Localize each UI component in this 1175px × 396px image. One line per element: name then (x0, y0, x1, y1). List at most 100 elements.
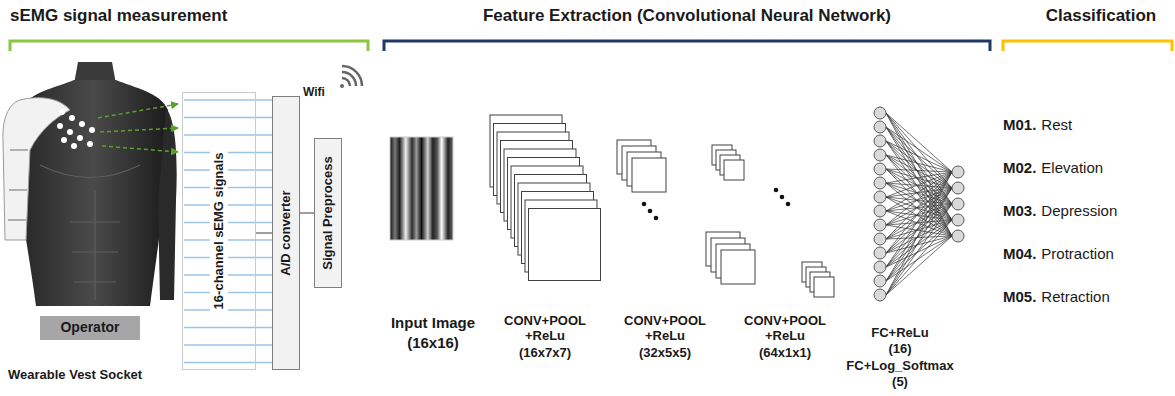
neuron (874, 247, 886, 259)
section-title: Feature Extraction (Convolutional Neural… (384, 6, 990, 26)
torso-arm (158, 108, 177, 300)
neuron (874, 149, 886, 161)
class-row: M01.Rest (1003, 116, 1072, 134)
neuron (952, 230, 964, 242)
electrode (79, 121, 85, 127)
ellipsis-dot (648, 209, 653, 214)
dashed-arrow (102, 146, 178, 152)
neuron (874, 205, 886, 217)
neuron (874, 219, 886, 231)
ellipsis-dot (780, 195, 785, 200)
feature-map (529, 209, 601, 281)
wifi-icon (340, 66, 362, 88)
prosthetic-socket (3, 98, 70, 240)
ellipsis-dots (642, 188, 791, 221)
input-image (390, 137, 453, 240)
electrode (69, 115, 75, 121)
fc-connection (886, 113, 952, 295)
ellipsis-dot (786, 202, 791, 207)
ellipsis-dot (642, 202, 647, 207)
class-code: M04. (1003, 245, 1036, 263)
neuron (874, 275, 886, 287)
electrode (71, 143, 77, 149)
fc-connection (886, 113, 952, 295)
neuron (874, 233, 886, 245)
electrode (77, 135, 83, 141)
layer-size: (16x7x7) (495, 346, 595, 361)
fc-connections (886, 113, 952, 295)
wifi-label: Wifi (303, 86, 339, 100)
class-row: M02.Elevation (1003, 159, 1103, 177)
layer-caption: CONV+POOL +ReLu (735, 314, 835, 344)
section-bracket (10, 41, 368, 51)
wifi-arc (342, 72, 356, 86)
connector-line (256, 232, 272, 234)
class-name: Elevation (1041, 159, 1103, 177)
ad-converter-box: A/D converter (272, 96, 300, 370)
feature-maps (712, 145, 834, 297)
electrode (87, 141, 93, 147)
neuron (874, 191, 886, 203)
vertical-label: A/D converter (279, 190, 293, 275)
layer-size: (32x5x5) (615, 346, 715, 361)
operator-label-box: Operator (40, 316, 140, 340)
layer-caption: FC+ReLu (845, 326, 955, 341)
vertical-label: 16-channel sEMG signals (210, 149, 228, 314)
class-code: M05. (1003, 288, 1036, 306)
feature-map (632, 158, 666, 192)
channel-lines (184, 100, 272, 363)
class-name: Protraction (1041, 245, 1114, 263)
electrode (57, 123, 63, 129)
feature-map (721, 250, 755, 284)
channel-line (184, 100, 272, 363)
muscle-lines (40, 165, 140, 300)
fc-connection (886, 113, 952, 295)
connector-line (300, 212, 314, 214)
neuron (874, 107, 886, 119)
electrode (61, 137, 67, 143)
electrode (89, 127, 95, 133)
layer-caption: FC+Log_Softmax (845, 359, 955, 374)
feature-maps (617, 140, 755, 284)
layer-size: (16x16) (378, 334, 488, 351)
feature-map (814, 277, 834, 297)
neuron (874, 163, 886, 175)
neuron (874, 135, 886, 147)
class-code: M03. (1003, 202, 1036, 220)
ellipsis-dot (774, 188, 779, 193)
electrode (67, 129, 73, 135)
fc-connection (886, 113, 952, 295)
wifi-arc (342, 66, 362, 86)
class-name: Retraction (1041, 288, 1109, 306)
feature-maps (490, 115, 601, 281)
class-name: Rest (1041, 116, 1072, 134)
electrode (59, 109, 65, 115)
neuron (874, 121, 886, 133)
preprocess-box: Signal Preprocess (314, 138, 342, 288)
neuron (952, 198, 964, 210)
neuron (874, 261, 886, 273)
channel-band: 16-channel sEMG signals (182, 92, 256, 370)
ellipsis-dot (654, 216, 659, 221)
wifi-dot (340, 84, 344, 88)
neuron (952, 182, 964, 194)
neuron (874, 177, 886, 189)
vertical-label: Signal Preprocess (321, 156, 335, 269)
dashed-arrow (98, 104, 178, 118)
electrode-dots (57, 109, 95, 149)
signal-arrows (98, 104, 178, 152)
class-name: Depression (1041, 202, 1117, 220)
layer-caption: CONV+POOL +ReLu (495, 314, 595, 344)
class-row: M03. Depression (1003, 202, 1117, 220)
class-row: M05. Retraction (1003, 288, 1110, 306)
fc-connection (886, 113, 952, 295)
socket-strap (8, 150, 28, 220)
caption-text: Wearable Vest Socket (8, 368, 228, 383)
layer-caption: CONV+POOL +ReLu (615, 314, 715, 344)
layer-size: (64x1x1) (735, 346, 835, 361)
layer-size: (5) (845, 375, 955, 390)
layer-caption: Input Image (378, 314, 488, 331)
class-row: M04. Protraction (1003, 245, 1114, 263)
